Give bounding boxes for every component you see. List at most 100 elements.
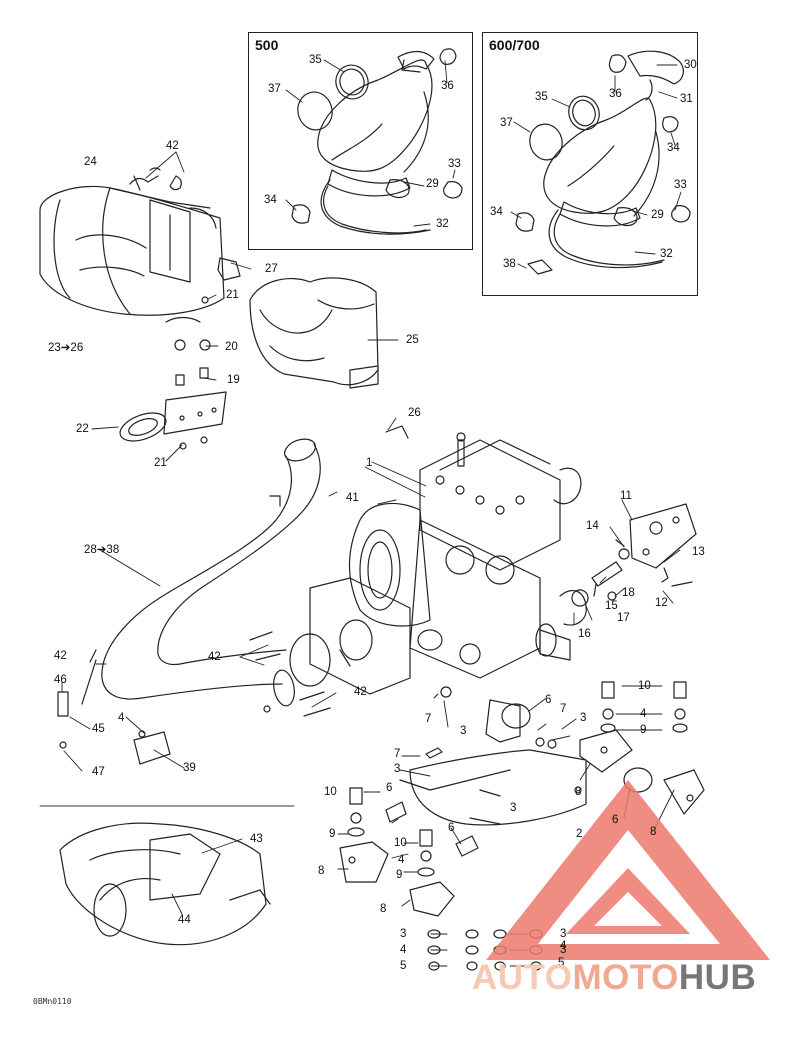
callout-c43: 43 [250,833,263,845]
callout-c3f: 3 [400,928,407,940]
callout-c46: 46 [54,674,67,686]
callout-c34a: 34 [264,194,277,206]
inset-600-parts [515,50,691,275]
callout-c36b: 36 [609,88,622,100]
leader-lines [61,59,682,967]
inset-500-title: 500 [255,37,279,53]
callout-c4d: 4 [398,854,405,866]
callout-c8d: 8 [650,826,657,838]
callout-c15: 15 [605,600,618,612]
callout-c33a: 33 [448,158,461,170]
tuned-pipe [57,438,321,765]
callout-c2: 2 [576,828,583,840]
callout-c21b: 21 [154,457,167,469]
callout-c9c: 9 [396,869,403,881]
callout-c6a: 6 [545,694,552,706]
exhaust-manifold [249,577,411,717]
watermark-part-1: AUTO [472,958,573,997]
callout-c5a: 5 [400,960,407,972]
callout-c14: 14 [586,520,599,532]
callout-c11: 11 [620,490,632,502]
callout-c19: 19 [227,374,240,386]
inset-600-700-title: 600/700 [489,37,540,53]
callout-c41: 41 [346,492,359,504]
callout-c3g: 3 [560,944,567,956]
callout-c16: 16 [578,628,591,640]
callout-c10c: 10 [394,837,407,849]
watermark-logo [486,780,770,960]
callout-c5b: 5 [558,957,565,969]
callout-c7c: 7 [394,748,401,760]
callout-c8c: 8 [380,903,387,915]
callout-c23: 23➔26 [48,342,84,354]
drawing-code: 0BMn0110 [33,997,72,1006]
callout-c10b: 10 [324,786,337,798]
callout-c47: 47 [92,766,105,778]
callout-c3e: 3 [560,928,567,940]
callout-c45: 45 [92,723,105,735]
inset-500-parts [291,48,463,235]
callout-c10a: 10 [638,680,651,692]
callout-c42b: 42 [208,651,221,663]
callout-c6d: 6 [612,814,619,826]
callout-c37a: 37 [268,83,281,95]
callout-c29a: 29 [426,178,439,190]
callout-c42a: 42 [166,140,179,152]
callout-c22: 22 [76,423,89,435]
callout-c34b: 34 [667,142,680,154]
callout-c39: 39 [183,762,196,774]
callout-c37b: 37 [500,117,513,129]
watermark-part-3: HUB [678,958,757,997]
callout-c9b: 9 [329,828,336,840]
callout-c31: 31 [680,93,693,105]
callout-c8a: 8 [575,786,582,798]
callout-c29b: 29 [651,209,664,221]
callout-c9a: 9 [640,724,647,736]
callout-c21a: 21 [226,289,239,301]
engine-support-assembly [339,681,705,971]
callout-c17: 17 [617,612,630,624]
callout-c6b: 6 [386,782,393,794]
callout-c4a: 4 [118,712,125,724]
callout-c35a: 35 [309,54,322,66]
callout-c6c: 6 [448,822,455,834]
callout-c24: 24 [84,156,97,168]
callout-c4b: 4 [640,708,647,720]
inset-600-700-frame: 600/700 [482,32,698,296]
engine [348,432,587,679]
callout-c32b: 32 [660,248,673,260]
callout-c12: 12 [655,597,668,609]
callout-c18: 18 [622,587,635,599]
callout-c44: 44 [178,914,191,926]
heat-shield [249,277,409,439]
callout-c3b: 3 [580,712,587,724]
callout-c27: 27 [265,263,278,275]
callout-c32a: 32 [436,218,449,230]
callout-c42d: 42 [54,650,67,662]
callout-c33b: 33 [674,179,687,191]
callout-c13: 13 [692,546,705,558]
callout-c1: 1 [366,457,373,469]
callout-c34c: 34 [490,206,503,218]
callout-c20: 20 [225,341,238,353]
callout-c26: 26 [408,407,421,419]
callout-c8b: 8 [318,865,325,877]
callout-c3c: 3 [394,763,401,775]
callout-c35b: 35 [535,91,548,103]
callout-c30: 30 [684,59,697,71]
callout-c7b: 7 [560,703,567,715]
callout-c4e: 4 [560,940,567,952]
callout-c25: 25 [406,334,419,346]
callout-c3d: 3 [510,802,517,814]
callout-c38: 38 [503,258,516,270]
muffler-parts [39,167,241,450]
watermark-text: AUTOMOTOHUB [472,958,756,998]
callout-c36a: 36 [441,80,454,92]
callout-c42c: 42 [354,686,367,698]
inset-500-frame: 500 [248,32,473,250]
chassis-bellypan [59,822,271,946]
front-engine-mount [571,503,697,607]
callout-c4c: 4 [400,944,407,956]
